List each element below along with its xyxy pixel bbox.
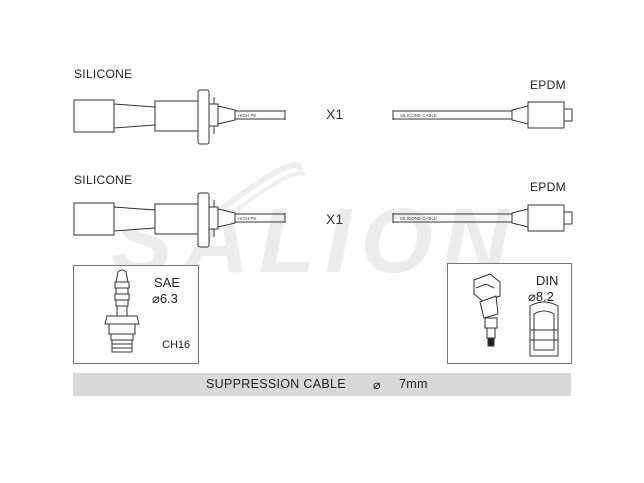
hex-size-label: CH16 [162,339,191,351]
sae-diameter: ⌀6.3 [152,291,178,306]
suppression-cable-bar: SUPPRESSION CABLE ⌀ 7mm [73,373,571,396]
svg-text:HIGH PE: HIGH PE [238,216,257,221]
svg-text:SILICONE CABLE: SILICONE CABLE [400,113,437,118]
din-diameter: ⌀8.2 [528,289,554,304]
svg-text:HIGH PE: HIGH PE [238,113,257,118]
suppression-cable-label: SUPPRESSION CABLE [206,377,346,391]
diameter-symbol: ⌀ [373,378,381,392]
cable-row-2 [73,192,573,248]
sae-standard-label: SAE [154,275,181,290]
din-connector-box: DIN ⌀8.2 [447,263,572,364]
din-standard-label: DIN [536,273,559,288]
din-boot-icon [529,301,559,357]
row2-right-material: EPDM [530,180,566,194]
row1-left-material: SILICONE [74,67,133,81]
coil-connector-icon [473,273,501,347]
spark-plug-icon [104,269,140,353]
svg-text:SILICONE CABLE: SILICONE CABLE [400,216,437,221]
cable-diameter-value: 7mm [399,377,428,391]
cable-row-1 [73,89,573,145]
row2-quantity: X1 [326,211,344,227]
row1-quantity: X1 [326,106,344,122]
row2-left-material: SILICONE [74,173,133,187]
row1-right-material: EPDM [530,78,566,92]
sae-connector-box: SAE ⌀6.3 CH16 [73,265,199,364]
